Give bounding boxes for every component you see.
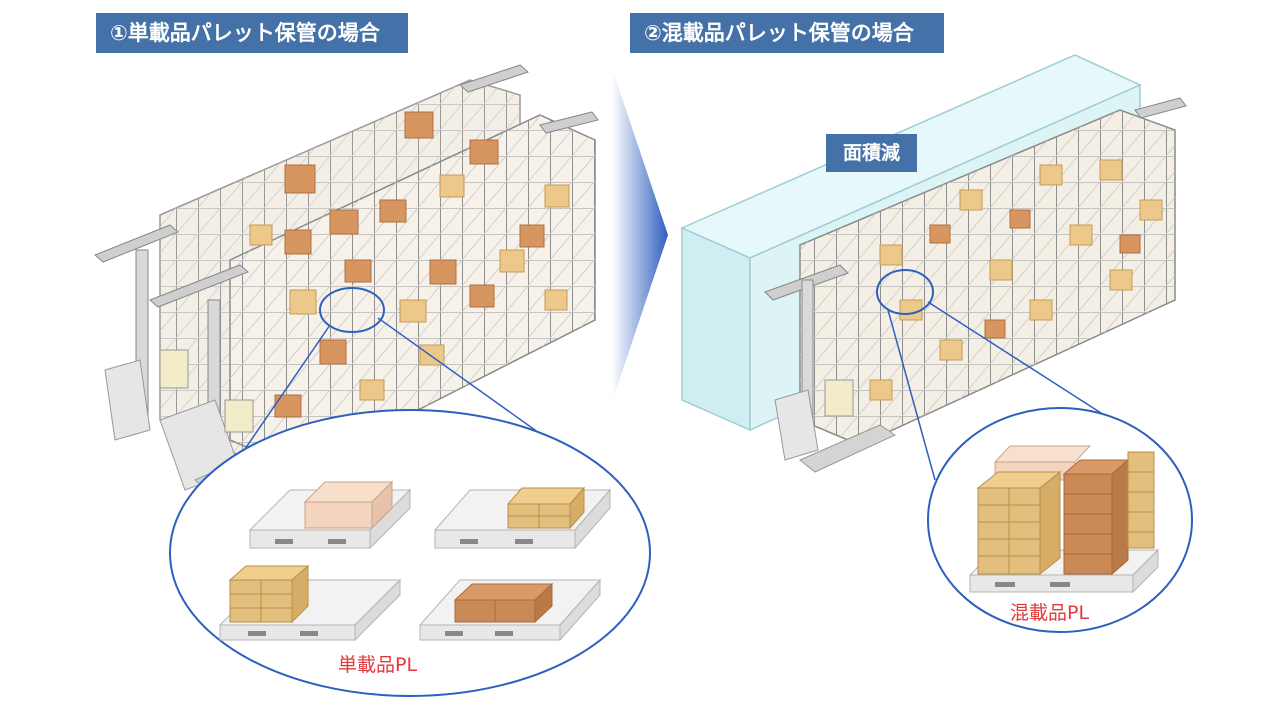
- right-automated-warehouse: [764, 97, 1187, 473]
- single-load-pallet-2: [433, 486, 612, 550]
- area-reduction-badge: 面積減: [826, 134, 917, 172]
- single-load-pallet-label: 単載品PL: [338, 654, 418, 676]
- mixed-load-pallet-label: 混載品PL: [1010, 602, 1090, 624]
- single-load-pallet-3: [218, 564, 402, 642]
- right-section-title: ②混載品パレット保管の場合: [630, 13, 944, 53]
- single-load-pallet-1: [248, 480, 412, 550]
- mixed-load-pallet: [968, 445, 1160, 594]
- transition-arrow: [612, 68, 668, 402]
- single-load-pallet-4: [418, 578, 602, 642]
- left-section-title: ①単載品パレット保管の場合: [96, 13, 408, 53]
- left-automated-warehouse: [94, 64, 599, 493]
- zoom-connector-line: [887, 309, 936, 481]
